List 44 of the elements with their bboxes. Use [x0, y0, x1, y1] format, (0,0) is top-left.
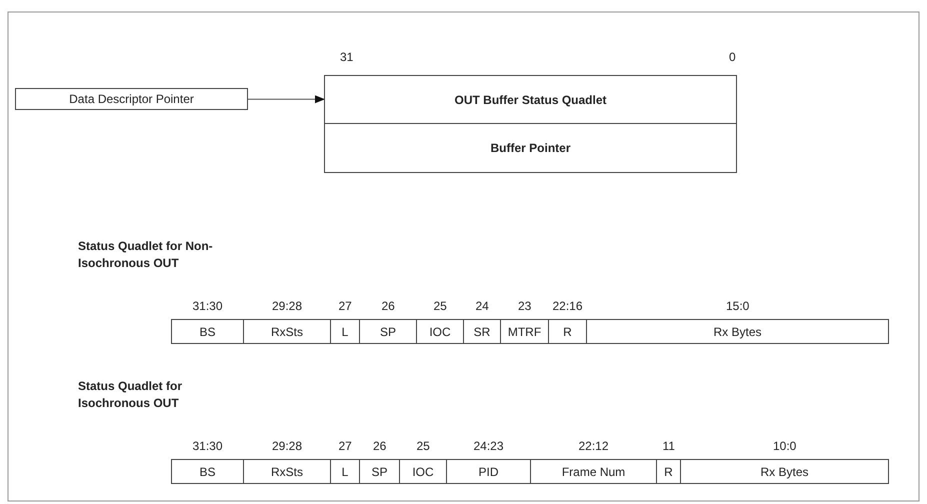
bit-number: 31:30 [192, 439, 223, 453]
register-field: IOC [399, 459, 447, 484]
bit-number: 25 [434, 299, 447, 313]
register-field: Rx Bytes [586, 319, 889, 344]
bit-number: 26 [382, 299, 395, 313]
bit-number: 24 [476, 299, 489, 313]
bit-number: 31 [340, 50, 354, 64]
bit-number: 22:16 [552, 299, 583, 313]
register-field: R [656, 459, 681, 484]
register-field: RxSts [243, 319, 331, 344]
register-heading: Status Quadlet for Isochronous OUT [78, 378, 184, 412]
bit-number: 23 [518, 299, 532, 313]
register-field: PID [446, 459, 531, 484]
register-field: RxSts [243, 459, 331, 484]
register-field: BS [171, 319, 244, 344]
register-field: IOC [416, 319, 464, 344]
bit-number: 10:0 [773, 439, 796, 453]
register-heading: Status Quadlet for Non-Isochronous OUT [78, 238, 214, 272]
bit-number: 31:30 [192, 299, 223, 313]
bit-number: 27 [338, 299, 352, 313]
bit-number: 26 [373, 439, 386, 453]
register-field: L [330, 459, 360, 484]
register-field: SR [463, 319, 501, 344]
bit-number: 27 [338, 439, 352, 453]
bit-number: 22:12 [578, 439, 609, 453]
bit-number: 0 [729, 50, 736, 64]
register-field: L [330, 319, 360, 344]
register-field: Frame Num [530, 459, 657, 484]
descriptor-field: Buffer Pointer [324, 123, 737, 173]
register-field: R [548, 319, 587, 344]
bit-number: 29:28 [272, 299, 302, 313]
bit-number: 15:0 [726, 299, 750, 313]
arrow [248, 95, 325, 104]
register-field: MTRF [500, 319, 549, 344]
register-field: SP [359, 459, 400, 484]
descriptor-field: OUT Buffer Status Quadlet [324, 75, 737, 124]
register-field: SP [359, 319, 417, 344]
register-field: BS [171, 459, 244, 484]
bit-number: 11 [662, 439, 675, 453]
bit-number: 24:23 [474, 439, 504, 453]
register-field: Rx Bytes [680, 459, 889, 484]
bit-number: 25 [416, 439, 430, 453]
bit-number: 29:28 [272, 439, 302, 453]
pointer-box: Data Descriptor Pointer [15, 88, 248, 110]
